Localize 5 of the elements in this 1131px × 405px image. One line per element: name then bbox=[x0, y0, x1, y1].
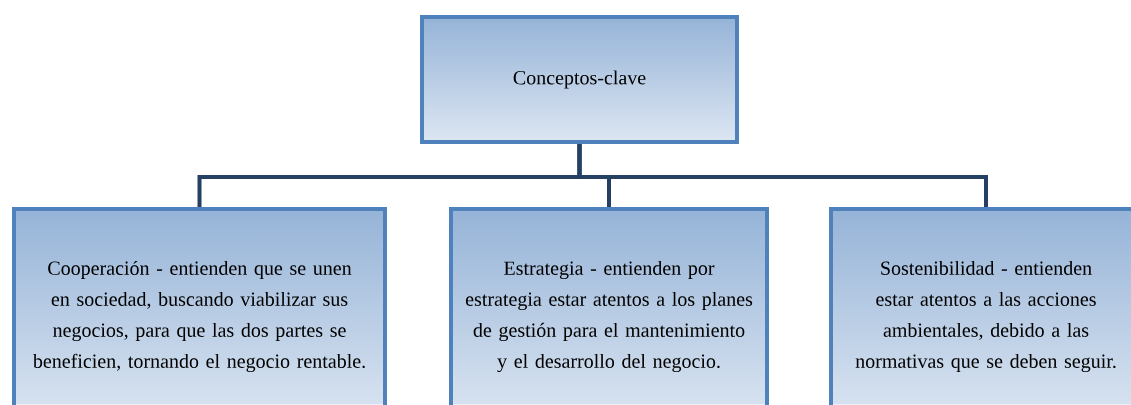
description-box: Sostenibilidad - entienden estar atentos a las acciones ambientales, debido a las normativas que se deben seguir. bbox=[829, 207, 1131, 405]
concept-box: Conceptos-clave bbox=[420, 15, 739, 144]
description-box: Cooperación - entienden que se unen en sociedad, buscando viabilizar sus negocios, para que las dos partes se beneficien, tornando el negocio rentable. bbox=[12, 207, 387, 405]
connector-line bbox=[577, 144, 988, 207]
description-box: Estrategia - entienden por estrategia estar atentos a los planes de gestión para el mantenimiento y el desarrollo del negocio. bbox=[449, 207, 769, 405]
